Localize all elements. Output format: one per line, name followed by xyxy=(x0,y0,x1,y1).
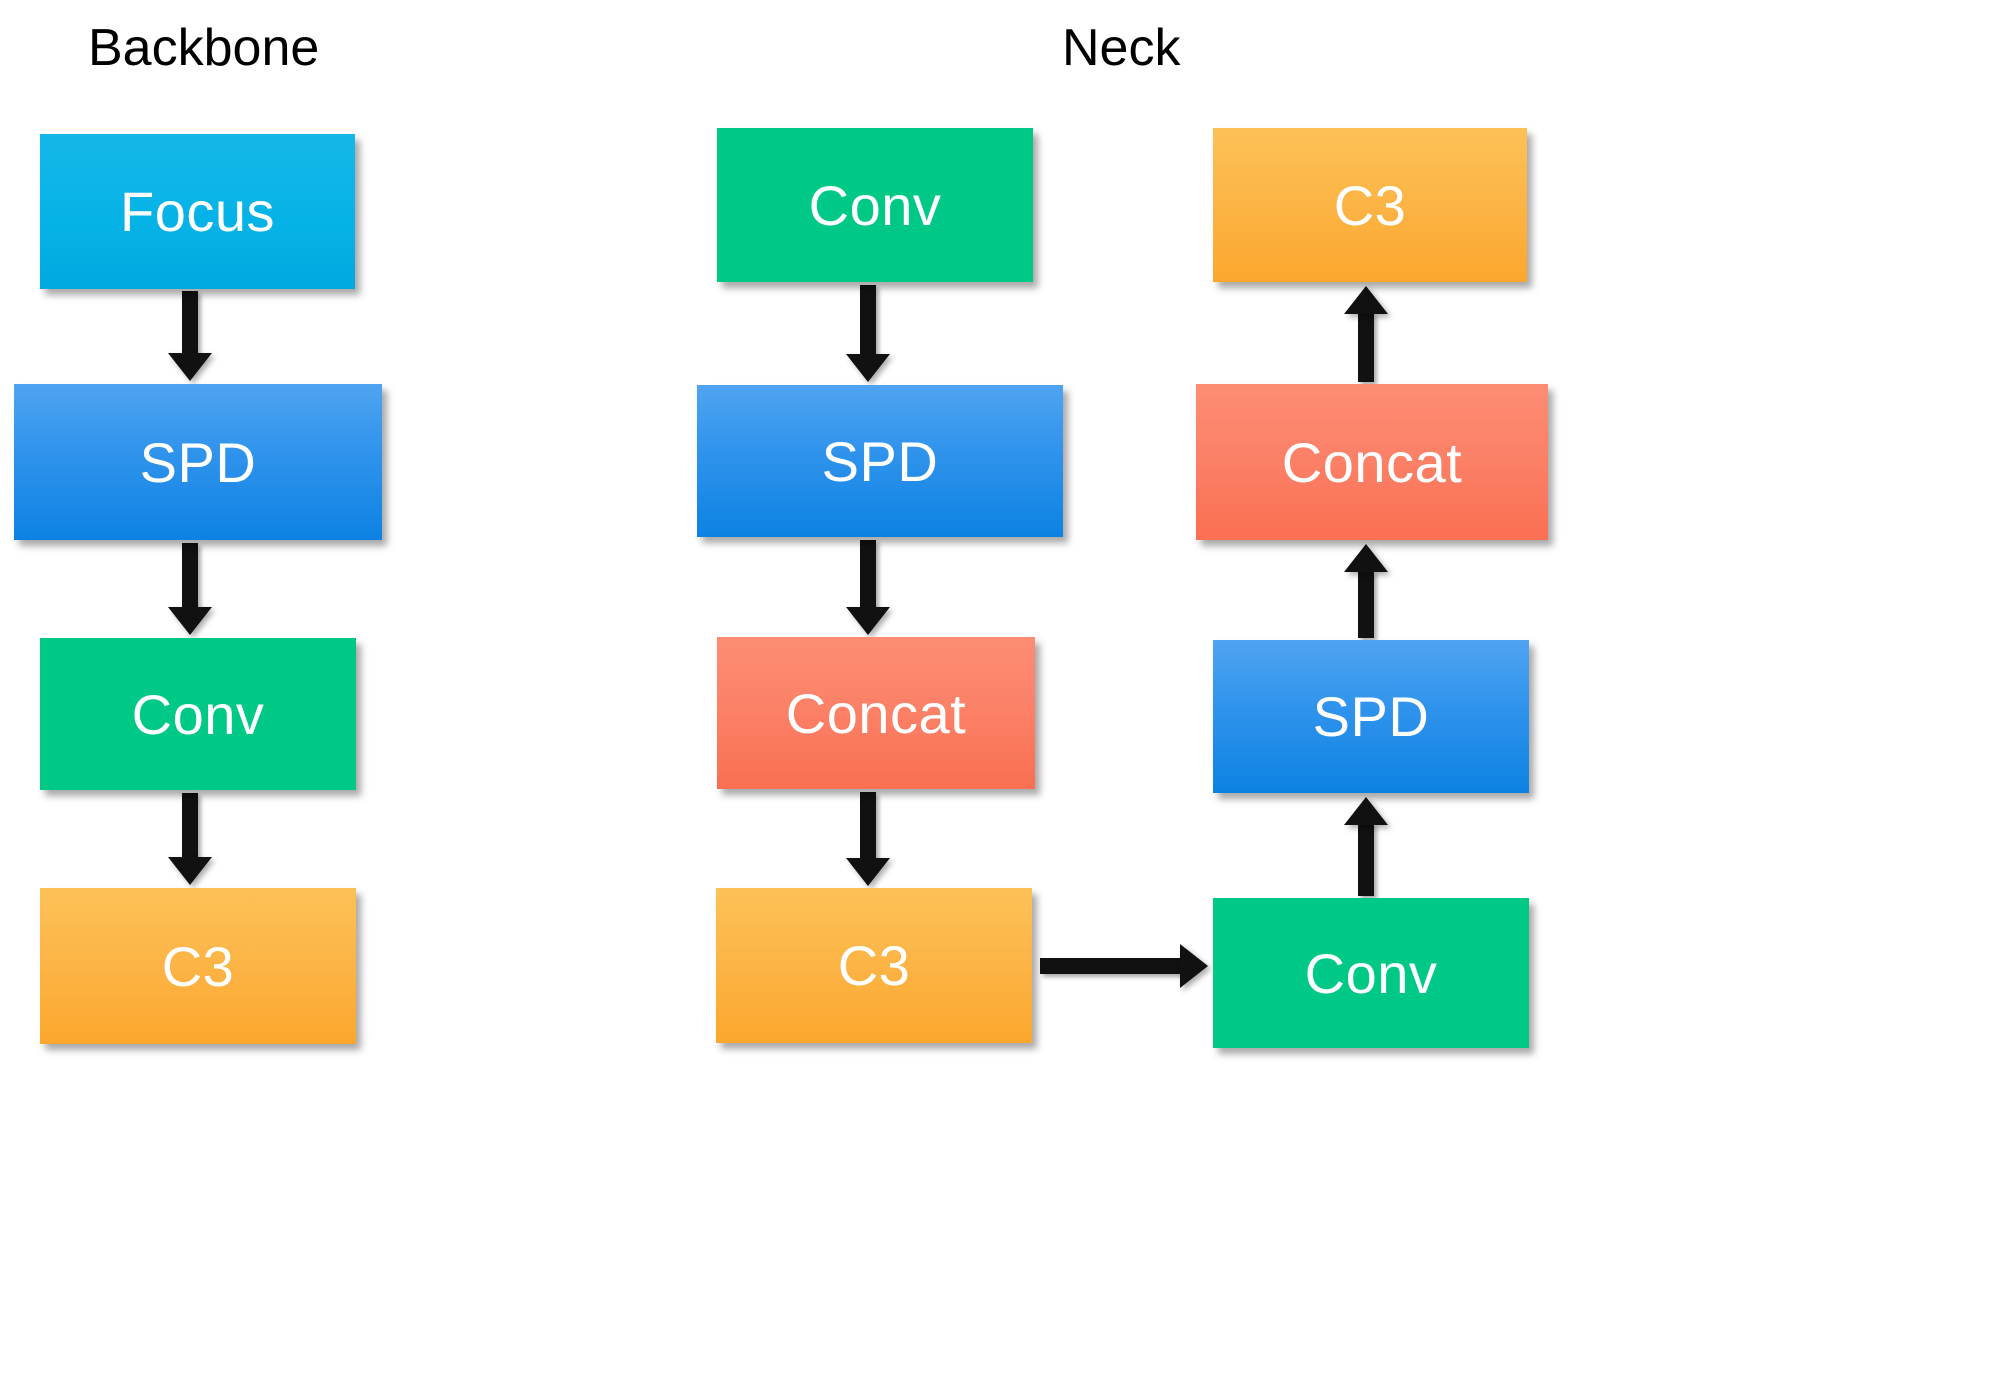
arrow-head-icon xyxy=(846,607,890,635)
arrow-head-icon xyxy=(1344,544,1388,572)
arrow-bb-conv-to-bb-c3 xyxy=(168,793,212,885)
arrow-shaft xyxy=(860,540,876,609)
arrow-shaft xyxy=(1358,570,1374,638)
arrow-shaft xyxy=(1358,312,1374,382)
node-label: Focus xyxy=(120,180,275,243)
arrow-bb-focus-to-bb-spd xyxy=(168,291,212,381)
node-bb-c3[interactable]: C3 xyxy=(40,888,356,1044)
arrow-nk-spd1-to-nk-concat1 xyxy=(846,540,890,635)
arrow-head-icon xyxy=(168,353,212,381)
node-label: SPD xyxy=(139,430,257,494)
node-label: Conv xyxy=(808,173,942,237)
node-bb-spd[interactable]: SPD xyxy=(14,384,382,540)
node-bb-focus[interactable]: Focus xyxy=(40,134,355,289)
arrow-head-icon xyxy=(1180,944,1208,988)
node-label: Concat xyxy=(1281,430,1463,494)
arrow-shaft xyxy=(182,291,198,355)
arrow-shaft xyxy=(182,793,198,859)
node-label: Conv xyxy=(1304,941,1438,1005)
node-label: C3 xyxy=(1333,173,1407,237)
section-title-backbone: Backbone xyxy=(88,19,320,77)
arrow-shaft xyxy=(860,285,876,356)
node-nk-c3-1[interactable]: C3 xyxy=(716,888,1032,1043)
node-nk-conv2[interactable]: Conv xyxy=(1213,898,1529,1048)
arrow-nk-spd2-to-nk-concat2 xyxy=(1344,544,1388,638)
node-nk-concat1[interactable]: Concat xyxy=(717,637,1035,789)
node-label: Conv xyxy=(131,682,265,746)
node-nk-concat2[interactable]: Concat xyxy=(1196,384,1548,540)
node-nk-c3-2[interactable]: C3 xyxy=(1213,128,1527,282)
arrow-nk-concat1-to-nk-c3-1 xyxy=(846,792,890,886)
node-label: Concat xyxy=(785,681,967,745)
section-title-neck: Neck xyxy=(1062,19,1181,77)
node-bb-conv[interactable]: Conv xyxy=(40,638,356,790)
node-label: SPD xyxy=(1312,685,1430,748)
arrow-head-icon xyxy=(168,857,212,885)
arrow-nk-concat2-to-nk-c3-2 xyxy=(1344,286,1388,382)
arrow-bb-spd-to-bb-conv xyxy=(168,543,212,635)
arrow-nk-c3-1-to-nk-conv2 xyxy=(1040,944,1208,988)
arrow-shaft xyxy=(860,792,876,860)
arrow-head-icon xyxy=(1344,797,1388,825)
arrow-shaft xyxy=(1358,823,1374,896)
node-label: C3 xyxy=(161,934,235,998)
node-nk-spd1[interactable]: SPD xyxy=(697,385,1063,537)
arrow-nk-conv1-to-nk-spd1 xyxy=(846,285,890,382)
arrow-head-icon xyxy=(846,354,890,382)
arrow-head-icon xyxy=(846,858,890,886)
node-nk-spd2[interactable]: SPD xyxy=(1213,640,1529,793)
arrow-shaft xyxy=(1040,958,1182,974)
arrow-shaft xyxy=(182,543,198,609)
node-label: SPD xyxy=(821,429,939,493)
arrow-head-icon xyxy=(1344,286,1388,314)
node-label: C3 xyxy=(837,934,911,997)
arrow-nk-conv2-to-nk-spd2 xyxy=(1344,797,1388,896)
node-nk-conv1[interactable]: Conv xyxy=(717,128,1033,282)
arrow-head-icon xyxy=(168,607,212,635)
